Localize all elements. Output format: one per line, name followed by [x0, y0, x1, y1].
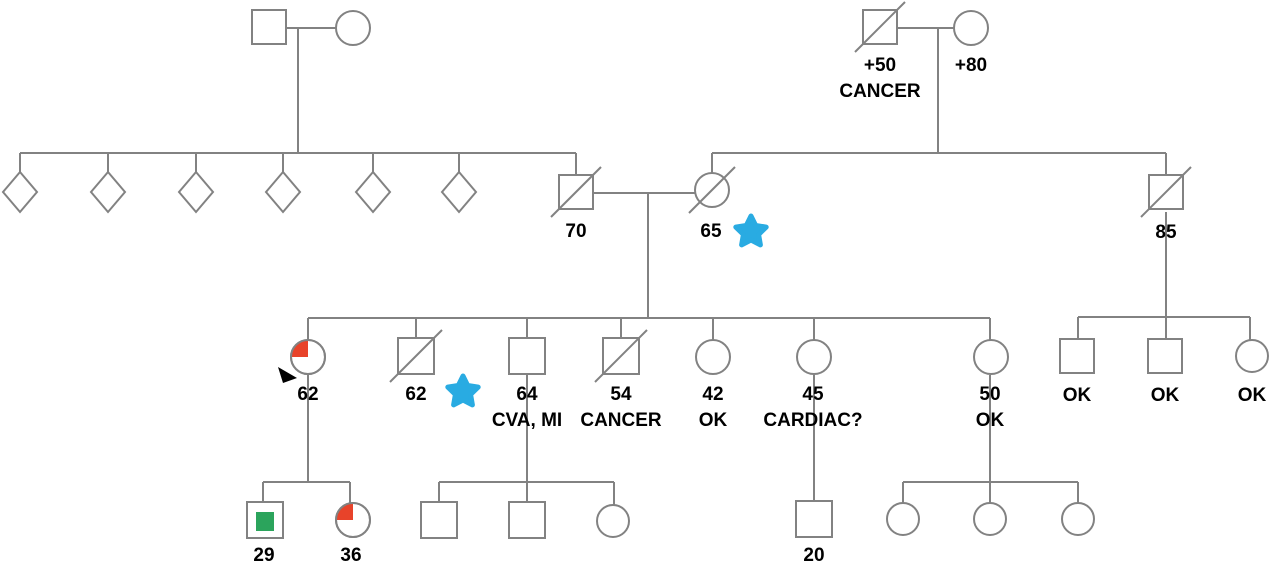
person-III-4-label-2: CANCER	[580, 410, 662, 431]
person-II-2-symbol	[89, 170, 127, 214]
person-III-3-label-2: CVA, MI	[492, 410, 562, 431]
person-III-5-label-1: 42	[702, 384, 723, 405]
person-II-9-label-1: 85	[1155, 222, 1177, 243]
person-IV-3-symbol	[420, 501, 458, 539]
proband-arrow-icon	[278, 367, 297, 383]
person-III-5-symbol	[695, 339, 731, 375]
star-gen3-icon	[445, 373, 481, 408]
person-II-4-symbol	[264, 170, 302, 214]
person-III-2-deceased-slash	[389, 329, 443, 383]
person-I-2-symbol	[335, 10, 371, 46]
person-IV-5-symbol	[596, 504, 630, 538]
person-II-7-deceased-slash	[550, 166, 602, 218]
person-II-8-deceased-slash	[688, 166, 736, 214]
person-III-9-symbol	[1147, 338, 1183, 374]
star-gen2-icon	[733, 213, 769, 248]
person-IV-4-symbol	[508, 501, 546, 539]
person-II-9-deceased-slash	[1140, 166, 1192, 218]
person-IV-7-symbol	[886, 502, 920, 536]
person-I-1-symbol	[251, 9, 287, 45]
person-III-3-symbol	[508, 337, 546, 375]
person-IV-2-symbol	[335, 502, 371, 538]
person-III-10-label-1: OK	[1238, 385, 1267, 406]
person-IV-9-symbol	[1061, 502, 1095, 536]
person-I-3-deceased-slash	[854, 1, 906, 53]
person-III-1-symbol	[290, 339, 326, 375]
person-III-9-label-1: OK	[1151, 385, 1180, 406]
person-III-6-label-1: 45	[802, 384, 824, 405]
person-III-4-deceased-slash	[594, 329, 648, 383]
person-III-8-symbol	[1059, 338, 1095, 374]
person-III-4-label-1: 54	[610, 384, 632, 405]
person-IV-1-carrier-fill	[256, 512, 274, 531]
person-III-8-label-1: OK	[1063, 385, 1092, 406]
person-IV-6-label-1: 20	[803, 545, 824, 566]
person-III-7-label-1: 50	[979, 384, 1000, 405]
person-IV-8-symbol	[973, 502, 1007, 536]
person-IV-2-affected-quadrant	[336, 503, 353, 520]
person-I-4-symbol	[953, 10, 989, 46]
person-III-3-label-1: 64	[516, 384, 538, 405]
person-II-7-label-1: 70	[565, 221, 586, 242]
person-III-2-label-1: 62	[405, 384, 426, 405]
person-III-6-symbol	[796, 339, 832, 375]
person-IV-6-symbol	[795, 500, 833, 538]
person-III-10-symbol	[1235, 339, 1269, 373]
person-II-3-symbol	[177, 170, 215, 214]
person-III-6-label-2: CARDIAC?	[763, 410, 862, 431]
person-IV-2-label-1: 36	[340, 545, 361, 566]
person-III-7-symbol	[973, 339, 1009, 375]
person-III-5-label-2: OK	[699, 410, 728, 431]
person-II-6-symbol	[440, 170, 478, 214]
person-II-1-symbol	[1, 170, 39, 214]
person-II-8-label-1: 65	[700, 221, 722, 242]
person-IV-1-label-1: 29	[253, 545, 274, 566]
person-III-7-label-2: OK	[976, 410, 1005, 431]
person-III-1-affected-quadrant	[291, 340, 308, 357]
person-I-3-label-2: CANCER	[839, 81, 921, 102]
person-I-4-label-1: +80	[955, 55, 987, 76]
person-I-3-label-1: +50	[864, 55, 896, 76]
person-II-5-symbol	[354, 170, 392, 214]
person-III-1-label-1: 62	[297, 384, 318, 405]
